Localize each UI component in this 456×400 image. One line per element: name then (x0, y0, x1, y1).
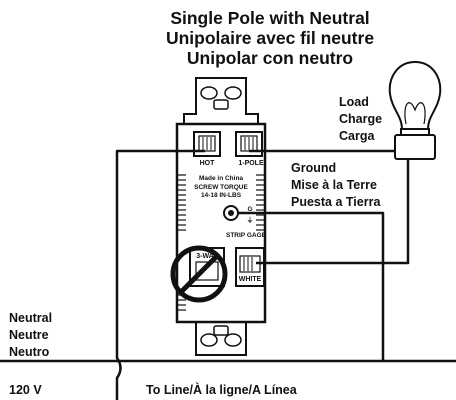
line-label: To Line/À la ligne/A Línea (146, 382, 298, 397)
svg-text:G: G (247, 206, 252, 213)
title-line-2: Unipolaire avec fil neutre (166, 28, 374, 48)
ground-label-fr: Mise à la Terre (291, 178, 377, 192)
load-label-en: Load (339, 95, 369, 109)
screw-torque-label: SCREW TORQUE (194, 184, 248, 191)
neutral-label-fr: Neutre (9, 328, 49, 342)
terminal-hot-label: HOT (200, 160, 216, 167)
torque-value-label: 14-18 IN-LBS (201, 192, 242, 199)
voltage-label: 120 V (9, 383, 42, 397)
load-label-es: Carga (339, 129, 375, 143)
light-bulb-icon (388, 60, 442, 160)
made-in-label: Made in China (199, 175, 243, 182)
ground-label-en: Ground (291, 161, 336, 175)
neutral-label-en: Neutral (9, 311, 52, 325)
neutral-label-es: Neutro (9, 345, 50, 359)
title-line-3: Unipolar con neutro (187, 48, 353, 68)
terminal-white-label: WHITE (239, 276, 262, 283)
load-label-fr: Charge (339, 112, 382, 126)
svg-text:⏚: ⏚ (247, 216, 254, 224)
ground-label-es: Puesta a Tierra (291, 195, 381, 209)
wires (0, 149, 456, 400)
terminal-1pole-label: 1-POLE (238, 160, 264, 167)
title-line-1: Single Pole with Neutral (170, 8, 369, 28)
strip-gage-label: STRIP GAGE (226, 232, 267, 239)
terminal-3way-label: 3-WAY (196, 253, 218, 260)
prohibited-icon (170, 245, 228, 303)
switch-device: HOT 1-POLE Made in China SCREW TORQUE 14… (175, 77, 267, 356)
